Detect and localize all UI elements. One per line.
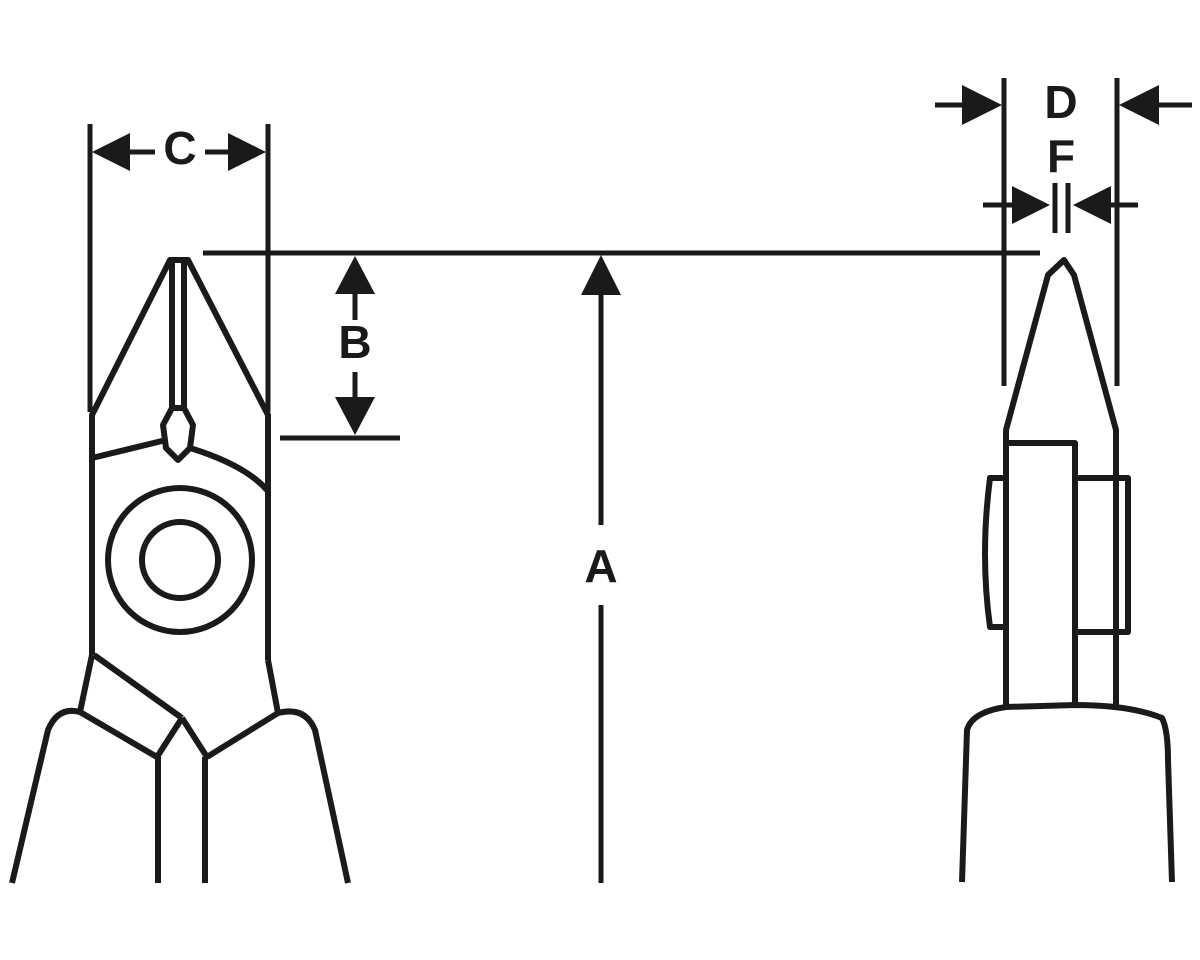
pivot-inner-ring <box>139 519 221 601</box>
dimension-a-arrowhead <box>581 255 621 295</box>
front-jaw-outline <box>89 257 271 460</box>
label-d: D <box>1044 76 1077 128</box>
dimension-f-arrow-left <box>1012 186 1050 224</box>
body-lower-band-mid <box>154 716 185 759</box>
dimension-d-arrow-left <box>962 85 1002 125</box>
label-b: B <box>338 316 371 368</box>
dimension-c-arrow-left <box>92 133 130 171</box>
dimension-d: D <box>935 76 1192 386</box>
dimension-f-arrow-right <box>1073 186 1111 224</box>
body-diagonal-right <box>179 716 210 759</box>
label-c: C <box>163 122 196 174</box>
dimension-a: A <box>203 250 1040 883</box>
side-handle <box>959 702 1175 883</box>
blade-slit-end <box>160 405 196 463</box>
side-jaw-outline <box>1003 257 1119 705</box>
handle-left <box>9 707 81 884</box>
side-plate-left <box>982 475 1006 630</box>
label-a: A <box>584 540 617 592</box>
dimension-b: B <box>280 256 400 441</box>
jaw-base-left <box>91 437 167 461</box>
body-lower-left <box>77 654 95 713</box>
side-plate-upper <box>1006 440 1078 705</box>
side-plate-right <box>1075 475 1131 635</box>
cutter-front-view <box>9 257 351 884</box>
body-lower-band-right <box>205 710 280 760</box>
body-lower-right <box>265 659 281 714</box>
jaw-base-right <box>189 445 270 493</box>
dimension-d-arrow-right <box>1119 85 1159 125</box>
dimension-b-arrow-bottom <box>335 397 375 435</box>
pivot-outer-ring <box>105 485 255 635</box>
dimension-c: C <box>87 122 271 412</box>
body-diagonal-left <box>92 652 184 721</box>
dimension-f: F <box>983 130 1138 233</box>
cutter-side-view <box>959 257 1175 883</box>
label-f: F <box>1047 130 1075 182</box>
body-lower-band-left <box>78 709 159 760</box>
dimension-b-arrow-top <box>335 256 375 294</box>
handle-right <box>277 708 351 884</box>
dimension-c-arrow-right <box>228 133 266 171</box>
